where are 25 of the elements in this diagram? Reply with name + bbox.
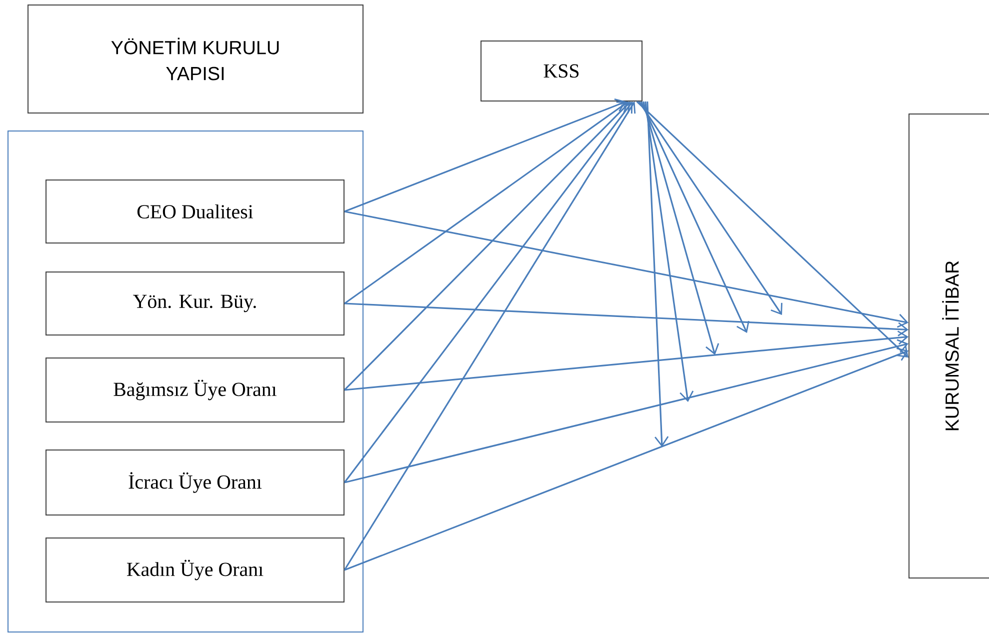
- variable-box: CEO Dualitesi: [46, 180, 344, 244]
- arrow: [344, 102, 636, 570]
- heading-box: YÖNETİM KURULU YAPISI: [28, 4, 364, 114]
- arrow: [344, 302, 908, 336]
- arrow: [642, 101, 720, 355]
- group-panel: [8, 130, 364, 632]
- variable-box: İcracı Üye Oranı: [46, 450, 344, 516]
- arrow: [636, 100, 908, 358]
- arrow: [640, 101, 750, 333]
- arrow: [644, 101, 694, 402]
- variable-box: Bağımsız Üye Oranı: [46, 358, 344, 422]
- arrow: [344, 339, 908, 484]
- arrow: [344, 348, 908, 571]
- arrow: [344, 102, 633, 483]
- arrow: [344, 210, 908, 328]
- arrow: [344, 330, 908, 391]
- arrow: [344, 98, 626, 212]
- arrow: [344, 101, 628, 304]
- arrow: [638, 101, 782, 315]
- mediator-box: KSS: [480, 40, 642, 102]
- variable-box: Yön. Kur. Büy.: [46, 272, 344, 336]
- arrow: [646, 101, 669, 447]
- arrow: [344, 102, 631, 391]
- outcome-box: KURUMSAL İTİBAR: [908, 114, 989, 578]
- variable-box: Kadın Üye Oranı: [46, 538, 344, 602]
